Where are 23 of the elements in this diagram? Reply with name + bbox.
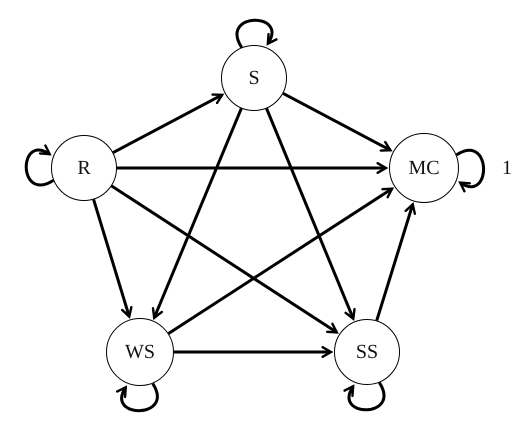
arrow	[282, 92, 392, 152]
state-label: WS	[125, 342, 155, 362]
state-label: S	[248, 68, 260, 88]
arrow	[375, 203, 416, 321]
arrow	[265, 108, 356, 320]
arrow	[117, 162, 388, 174]
state-label: SS	[356, 342, 378, 362]
self-loop-arrow	[236, 18, 278, 48]
state-circle	[221, 45, 287, 111]
arrow	[110, 184, 338, 334]
state-label: R	[77, 158, 91, 178]
arrow	[152, 108, 243, 320]
self-loop-arrow	[344, 382, 386, 412]
self-loop-arrow	[116, 382, 159, 412]
arrow	[168, 187, 394, 335]
self-loop-arrow	[24, 144, 54, 186]
state-label: MC	[408, 158, 440, 178]
state-circle	[334, 319, 400, 385]
arrow	[112, 93, 224, 154]
self-loop-arrow	[456, 149, 485, 192]
arrow	[174, 346, 332, 358]
state-circle	[106, 318, 174, 386]
arrow	[92, 199, 133, 318]
